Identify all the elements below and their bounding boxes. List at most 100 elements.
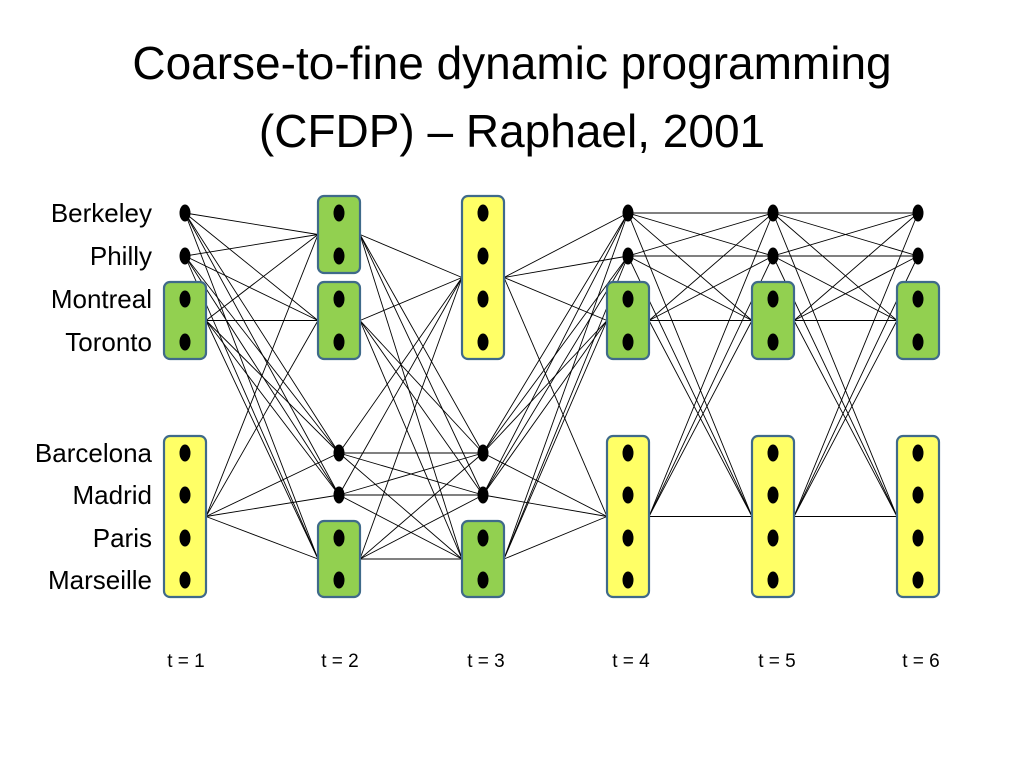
- edge-t2-g2-to-t3-g3: [359, 320, 484, 496]
- state-node-t5-marseille: [767, 571, 779, 589]
- green-group-box-t4-montreal-toronto: [605, 280, 651, 361]
- slide-title-line-2: (CFDP) – Raphael, 2001: [258, 105, 766, 157]
- green-group-box-t1-montreal-toronto: [162, 280, 208, 361]
- state-node-t4-philly: [622, 247, 634, 265]
- edge-t3-g3-to-t4-g1: [482, 212, 629, 496]
- edge-t2-g4-to-t3-g2: [338, 452, 484, 496]
- edge-t5-g2-to-t6-g1: [772, 212, 919, 257]
- state-node-t3-montreal: [477, 290, 489, 308]
- state-node-t6-marseille: [912, 571, 924, 589]
- edge-t1-g3-to-t2-g1: [205, 234, 319, 321]
- edge-t3-g1-to-t4-g2: [503, 255, 629, 278]
- time-label-t6: t = 6: [902, 651, 940, 672]
- edge-t2-g4-to-t3-g4: [338, 494, 463, 560]
- edge-t4-g2-to-t5-g1: [627, 212, 774, 257]
- green-group-box-t2-montreal-toronto: [316, 280, 362, 361]
- edge-t1-g2-to-t2-g1: [184, 234, 319, 257]
- edge-t2-g4-to-t3-g1: [338, 277, 463, 496]
- city-label-toronto: Toronto: [65, 327, 152, 357]
- edge-t5-g4-to-t6-g1: [793, 212, 919, 517]
- green-group-box-t3-paris-marseille: [460, 519, 506, 599]
- state-node-t6-barcelona: [912, 444, 924, 462]
- edge-t4-g2-to-t5-g3: [627, 255, 753, 321]
- edge-t1-g4-to-t2-g5: [205, 516, 319, 560]
- state-node-t5-toronto: [767, 333, 779, 351]
- state-node-t6-philly: [912, 247, 924, 265]
- state-node-t2-marseille: [333, 571, 345, 589]
- state-node-t6-berkeley: [912, 204, 924, 222]
- edge-t3-g4-to-t4-g1: [503, 212, 629, 560]
- city-label-berkeley: Berkeley: [50, 198, 152, 228]
- edge-t1-g2-to-t2-g5: [184, 255, 319, 560]
- state-node-t6-montreal: [912, 290, 924, 308]
- edge-t1-g3-to-t2-g5: [205, 320, 319, 560]
- city-label-philly: Philly: [89, 241, 152, 271]
- state-node-t6-madrid: [912, 486, 924, 504]
- edge-t5-g2-to-t6-g3: [772, 255, 898, 321]
- city-label-montreal: Montreal: [50, 284, 152, 314]
- slide-title-line-1: Coarse-to-fine dynamic programming: [132, 37, 892, 89]
- edge-t2-g5-to-t3-g2: [359, 452, 484, 560]
- nodes-layer: [179, 204, 924, 589]
- state-node-t1-philly: [179, 247, 191, 265]
- state-node-t2-barcelona: [333, 444, 345, 462]
- edge-t3-g3-to-t4-g4: [482, 494, 608, 517]
- edge-t4-g3-to-t5-g2: [648, 255, 774, 321]
- edge-t2-g5-to-t3-g3: [359, 494, 484, 560]
- edge-t3-g2-to-t4-g3: [482, 320, 608, 454]
- city-label-barcelona: Barcelona: [34, 438, 152, 468]
- green-group-box-t6-montreal-toronto: [895, 280, 941, 361]
- edge-t3-g3-to-t4-g2: [482, 255, 629, 496]
- edge-t5-g1-to-t6-g4: [772, 212, 898, 517]
- state-node-t3-madrid: [477, 486, 489, 504]
- state-node-t5-barcelona: [767, 444, 779, 462]
- edge-t1-g3-to-t2-g3: [205, 320, 340, 454]
- edge-t3-g2-to-t4-g4: [482, 452, 608, 517]
- edge-t1-g4-to-t2-g1: [205, 234, 319, 517]
- edge-t1-g2-to-t2-g3: [184, 255, 340, 454]
- edge-t2-g5-to-t3-g1: [359, 277, 463, 560]
- state-node-t1-berkeley: [179, 204, 191, 222]
- yellow-group-box-t4-barcelona-madrid-paris-marseille: [605, 434, 651, 599]
- state-node-t5-madrid: [767, 486, 779, 504]
- state-node-t2-madrid: [333, 486, 345, 504]
- green-group-box-t2-berkeley-philly: [316, 194, 362, 275]
- state-node-t1-paris: [179, 529, 191, 547]
- state-node-t4-berkeley: [622, 204, 634, 222]
- yellow-group-box-t6-barcelona-madrid-paris-marseille: [895, 434, 941, 599]
- green-group-box-t2-paris-marseille: [316, 519, 362, 599]
- edge-t3-g3-to-t4-g3: [482, 320, 608, 496]
- state-node-t2-philly: [333, 247, 345, 265]
- edge-t4-g4-to-t5-g3: [648, 320, 753, 517]
- state-node-t5-philly: [767, 247, 779, 265]
- state-node-t5-berkeley: [767, 204, 779, 222]
- state-node-t2-berkeley: [333, 204, 345, 222]
- state-node-t2-paris: [333, 529, 345, 547]
- time-label-t1: t = 1: [167, 651, 205, 672]
- state-node-t2-toronto: [333, 333, 345, 351]
- edge-t4-g4-to-t5-g1: [648, 212, 774, 517]
- edge-t5-g3-to-t6-g1: [793, 212, 919, 321]
- city-label-marseille: Marseille: [47, 565, 152, 595]
- edge-t2-g2-to-t3-g2: [359, 320, 484, 454]
- state-node-t3-barcelona: [477, 444, 489, 462]
- edge-t5-g1-to-t6-g3: [772, 212, 898, 321]
- green-group-box-t5-montreal-toronto: [750, 280, 796, 361]
- state-node-t6-paris: [912, 529, 924, 547]
- edge-t4-g3-to-t5-g1: [648, 212, 774, 321]
- edge-t2-g2-to-t3-g4: [359, 320, 463, 560]
- state-node-t5-montreal: [767, 290, 779, 308]
- state-node-t4-toronto: [622, 333, 634, 351]
- edge-t1-g1-to-t2-g5: [184, 212, 319, 560]
- edge-t2-g1-to-t3-g2: [359, 234, 484, 454]
- state-node-t3-marseille: [477, 571, 489, 589]
- edge-t1-g2-to-t2-g2: [184, 255, 319, 321]
- edge-t4-g1-to-t5-g3: [627, 212, 753, 321]
- edge-t1-g4-to-t2-g4: [205, 494, 340, 517]
- state-node-t6-toronto: [912, 333, 924, 351]
- edge-t1-g4-to-t2-g2: [205, 320, 319, 517]
- edge-t1-g3-to-t2-g4: [205, 320, 340, 496]
- edge-t3-g2-to-t4-g1: [482, 212, 629, 454]
- edge-t1-g1-to-t2-g2: [184, 212, 319, 321]
